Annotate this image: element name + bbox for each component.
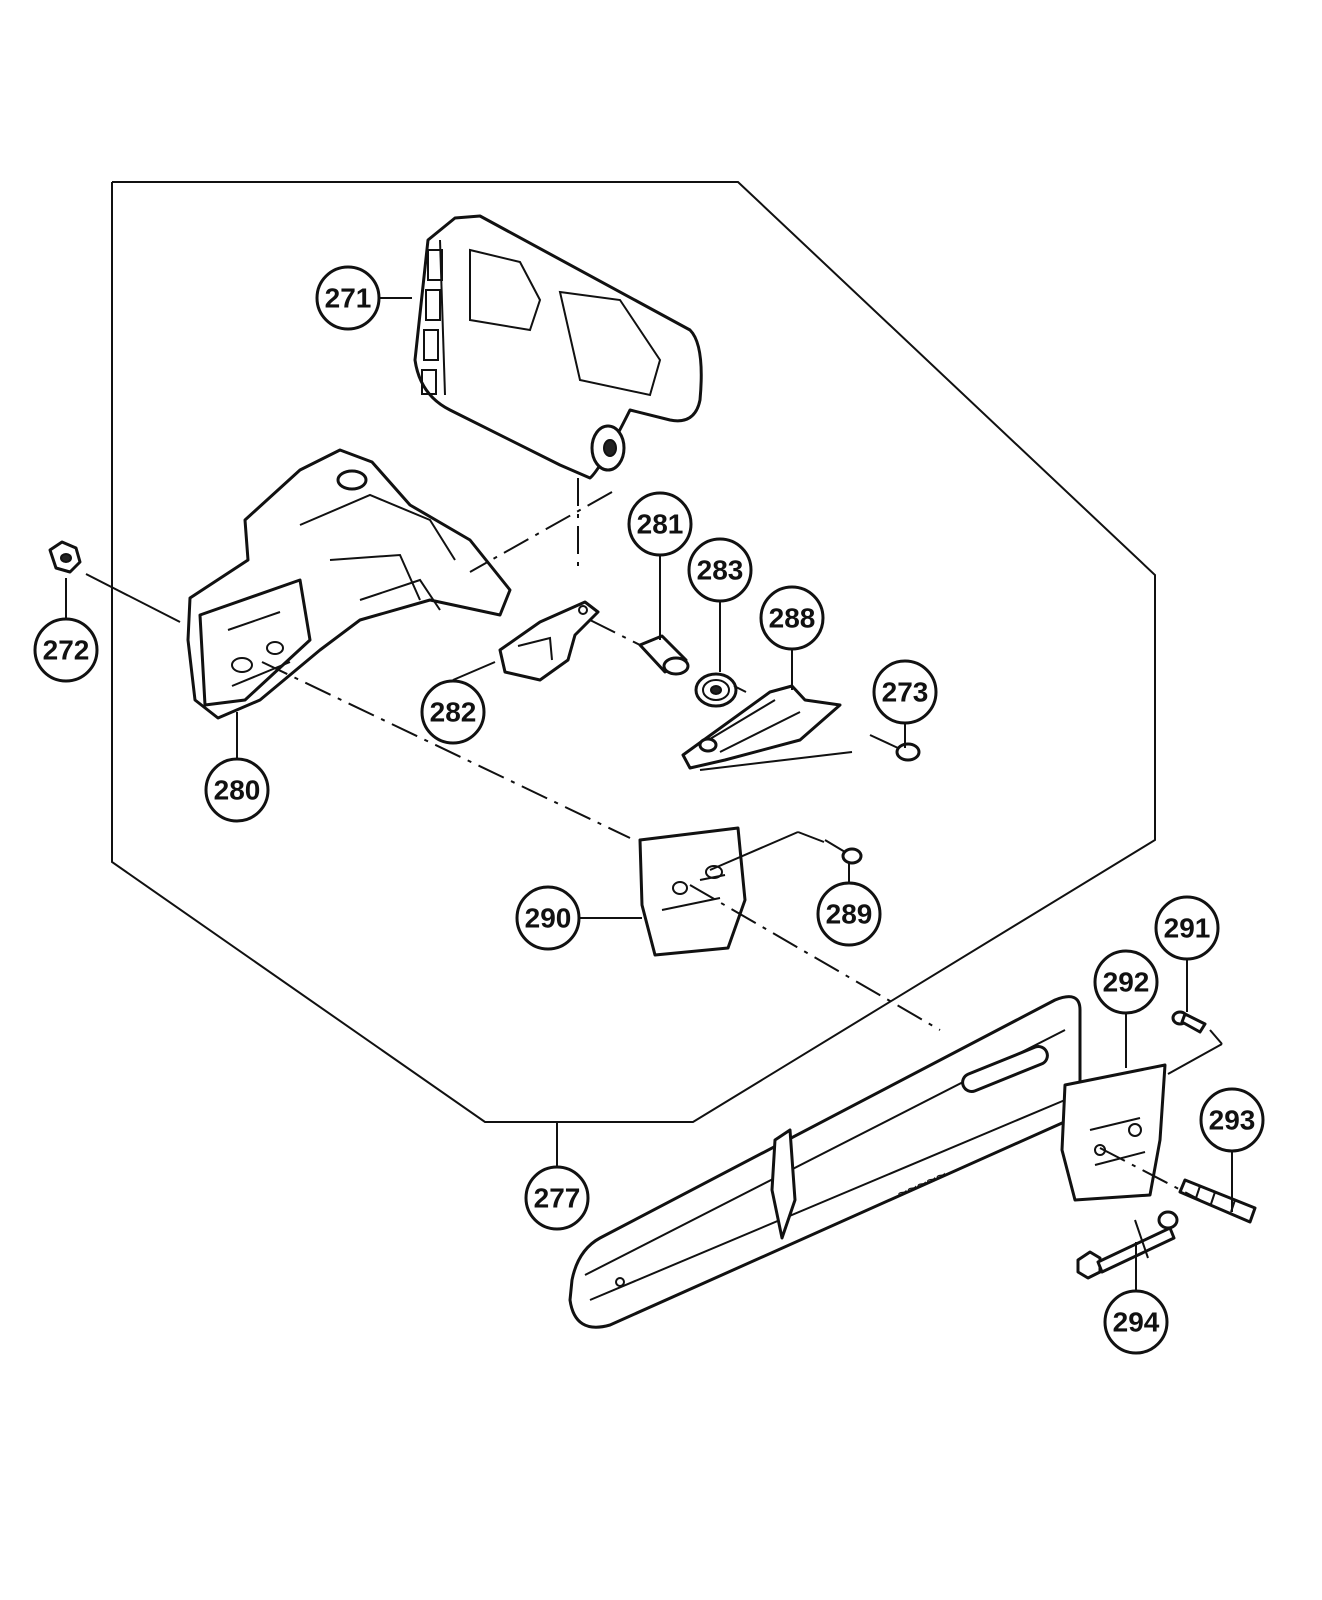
part-281-pin	[638, 634, 690, 676]
callout-289[interactable]: 289	[816, 881, 882, 947]
callout-277-label: 277	[534, 1183, 581, 1214]
part-291-bolt	[1171, 1010, 1207, 1034]
callout-leaders	[65, 297, 1233, 1292]
callout-282-label: 282	[430, 697, 477, 728]
callout-280[interactable]: 280	[204, 757, 270, 823]
callout-291[interactable]: 291	[1154, 895, 1220, 961]
callout-272-label: 272	[43, 635, 90, 666]
part-288-chain-guide	[681, 684, 842, 770]
callout-290-label: 290	[525, 903, 572, 934]
callout-281-label: 281	[637, 509, 684, 540]
callout-291-label: 291	[1164, 913, 1211, 944]
callout-280-label: 280	[214, 775, 261, 806]
callout-272[interactable]: 272	[33, 617, 99, 683]
callout-293-label: 293	[1209, 1105, 1256, 1136]
callout-271[interactable]: 271	[315, 265, 381, 331]
callout-288[interactable]: 288	[759, 585, 825, 651]
part-283-spring	[694, 672, 747, 708]
callout-282[interactable]: 282	[420, 679, 486, 745]
callout-294-label: 294	[1113, 1307, 1160, 1338]
part-277-guide-bar: ~~~~~	[568, 995, 1082, 1329]
callout-289-label: 289	[826, 899, 873, 930]
callout-288-label: 288	[769, 603, 816, 634]
assembly-lines	[85, 478, 1223, 1201]
part-282-brake-lever	[498, 600, 600, 682]
part-289-screw	[824, 839, 863, 865]
callout-273[interactable]: 273	[872, 659, 938, 725]
callout-293[interactable]: 293	[1199, 1087, 1265, 1153]
callout-273-label: 273	[882, 677, 929, 708]
callout-292[interactable]: 292	[1093, 949, 1159, 1015]
part-294-tensioner-bolt	[1076, 1210, 1179, 1280]
part-271-handle-cover	[413, 214, 703, 480]
part-290-inner-plate	[638, 826, 747, 957]
callout-283-label: 283	[697, 555, 744, 586]
callout-294[interactable]: 294	[1103, 1289, 1169, 1355]
callout-277[interactable]: 277	[524, 1165, 590, 1231]
part-293-stud	[1178, 1178, 1257, 1224]
callout-271-label: 271	[325, 283, 372, 314]
callout-281[interactable]: 281	[627, 491, 693, 557]
callout-292-label: 292	[1103, 967, 1150, 998]
callout-290[interactable]: 290	[515, 885, 581, 951]
part-272-nut	[48, 540, 82, 574]
callout-283[interactable]: 283	[687, 537, 753, 603]
kit-outline	[111, 181, 1156, 1123]
part-273-screw	[869, 734, 921, 762]
part-280-chassis	[186, 448, 512, 720]
part-292-outer-plate	[1060, 1063, 1167, 1202]
